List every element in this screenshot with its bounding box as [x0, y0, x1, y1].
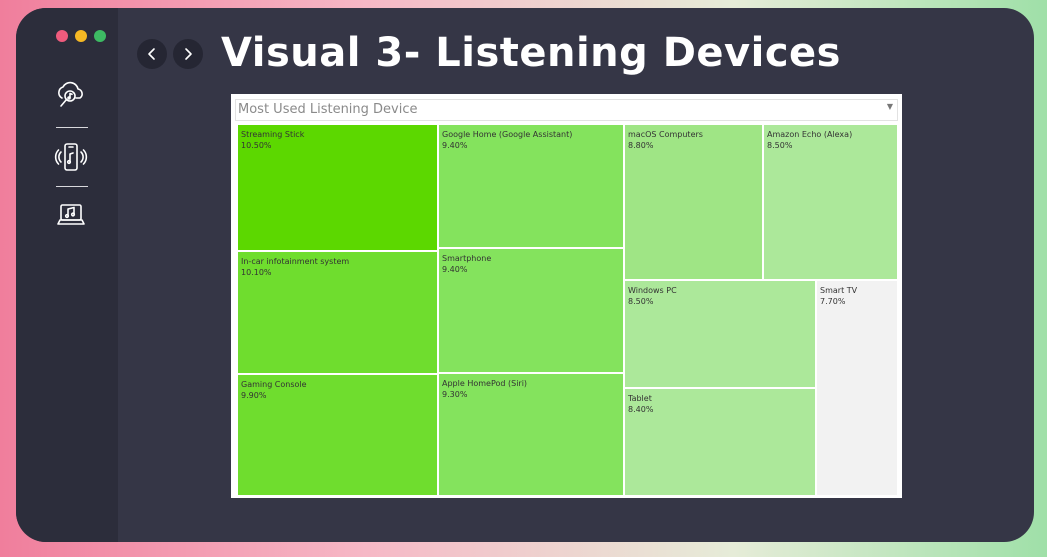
close-dot[interactable] — [56, 30, 68, 42]
chevron-right-icon — [185, 48, 192, 60]
treemap-tile[interactable]: Google Home (Google Assistant) 9.40% — [438, 124, 624, 248]
treemap-tile[interactable]: In-car infotainment system 10.10% — [237, 251, 438, 374]
treemap-tile[interactable]: Smartphone 9.40% — [438, 248, 624, 373]
chevron-left-icon — [148, 48, 155, 60]
back-button[interactable] — [137, 39, 167, 69]
smartphone-music-icon[interactable] — [54, 140, 88, 174]
treemap-tile[interactable]: macOS Computers 8.80% — [624, 124, 763, 280]
cloud-music-search-icon[interactable] — [54, 78, 88, 112]
treemap-tile[interactable]: Smart TV 7.70% — [816, 280, 898, 496]
minimize-dot[interactable] — [75, 30, 87, 42]
caret-down-icon[interactable]: ▼ — [886, 102, 893, 111]
treemap-tile[interactable]: Gaming Console 9.90% — [237, 374, 438, 496]
maximize-dot[interactable] — [94, 30, 106, 42]
treemap-title: Most Used Listening Device — [238, 102, 418, 117]
app-window: Visual 3- Listening Devices Most Used Li… — [16, 8, 1034, 542]
treemap-header[interactable]: Most Used Listening Device ▼ — [235, 99, 898, 121]
treemap-tile[interactable]: Windows PC 8.50% — [624, 280, 816, 388]
sidebar-divider — [56, 186, 88, 187]
treemap-tile[interactable]: Amazon Echo (Alexa) 8.50% — [763, 124, 898, 280]
laptop-music-icon[interactable] — [54, 198, 88, 232]
treemap-tile[interactable]: Tablet 8.40% — [624, 388, 816, 496]
window-controls — [56, 30, 106, 42]
forward-button[interactable] — [173, 39, 203, 69]
treemap-tile[interactable]: Streaming Stick 10.50% — [237, 124, 438, 251]
treemap-tile[interactable]: Apple HomePod (Siri) 9.30% — [438, 373, 624, 496]
treemap-panel: Most Used Listening Device ▼ Streaming S… — [231, 94, 902, 498]
page-title: Visual 3- Listening Devices — [221, 30, 841, 76]
sidebar — [16, 8, 118, 542]
sidebar-divider — [56, 127, 88, 128]
